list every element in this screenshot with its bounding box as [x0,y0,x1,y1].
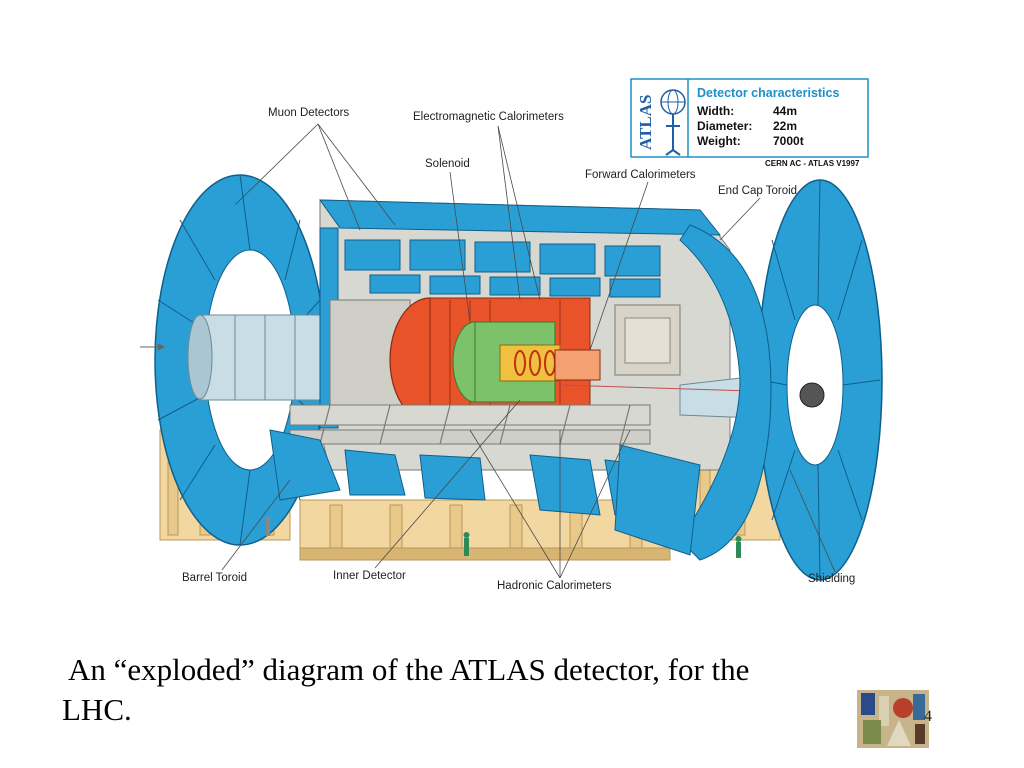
label-em-calorimeters: Electromagnetic Calorimeters [413,111,564,123]
atlas-detector-diagram: Muon Detectors Electromagnetic Calorimet… [140,78,883,592]
label-barrel-toroid: Barrel Toroid [182,572,247,584]
diagram-labels: Muon Detectors Electromagnetic Calorimet… [182,107,855,592]
info-row-value: 7000t [773,134,804,148]
caption-line-1: An “exploded” diagram of the ATLAS detec… [68,652,750,687]
label-solenoid: Solenoid [425,158,470,170]
detector-characteristics-box: ATLAS Detector characteristics Width: 44… [630,78,869,158]
info-row-label: Diameter: [697,119,752,133]
label-inner-detector: Inner Detector [333,570,406,582]
beam-arrow [140,343,166,351]
info-row-value: 44m [773,104,797,118]
leader-lines [221,123,836,579]
info-box-title: Detector characteristics [697,86,839,100]
page-number: 4 [924,708,932,725]
label-shielding: Shielding [808,573,855,585]
label-hadronic-calorimeters: Hadronic Calorimeters [497,580,612,592]
right-muon-wheel [757,179,883,581]
diagram-credit: CERN AC - ATLAS V1997 [765,159,860,168]
info-row-label: Width: [697,104,734,118]
middle-muon-wheel [614,224,772,561]
calorimeter-core [329,297,601,423]
label-forward-calorimeters: Forward Calorimeters [585,169,696,181]
info-row-value: 22m [773,119,797,133]
atlas-logo-text: ATLAS [636,95,655,150]
label-muon-detectors: Muon Detectors [268,107,349,119]
label-end-cap-toroid: End Cap Toroid [718,185,797,197]
human-scale-figures [265,516,742,558]
end-cap-calorimeter [614,304,681,376]
left-shielding-cylinder [187,314,331,401]
slide-caption: An “exploded” diagram of the ATLAS detec… [62,650,982,730]
atlas-logo: ATLAS [636,89,686,156]
caption-line-2: LHC. [62,692,132,727]
info-row-label: Weight: [697,134,741,148]
decorative-thumbnail-image [857,690,929,748]
